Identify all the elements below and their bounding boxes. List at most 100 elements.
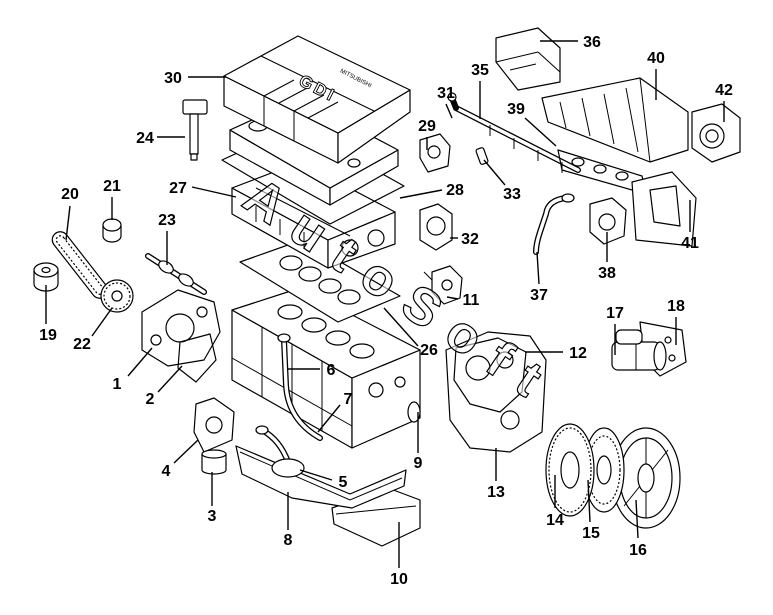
pressure-plate-center <box>637 463 655 493</box>
sensor-part <box>423 265 463 305</box>
callout-label: 3 <box>208 508 217 525</box>
callout-label: 7 <box>344 391 353 408</box>
balance-shaft-fill <box>146 254 206 294</box>
throttle-body-part <box>691 103 741 163</box>
callout-28: 28 <box>399 182 464 199</box>
leader-line <box>91 307 113 337</box>
callout-11: 11 <box>446 292 480 309</box>
crank-sprocket-hub <box>111 290 123 302</box>
callout-15: 15 <box>582 479 600 542</box>
egr-pipe-flange <box>561 193 575 203</box>
dipstick-tube-part <box>277 333 323 441</box>
top-cover-rib-2 <box>278 86 310 104</box>
engine-top-cover-part: GDI MITSUBISHI <box>223 35 411 164</box>
leader-line <box>445 103 453 119</box>
manifold-gasket-hole-3 <box>615 171 629 181</box>
pressure-plate-part <box>611 427 681 529</box>
leader-line <box>524 117 557 147</box>
leader-line <box>299 469 333 481</box>
callout-9: 9 <box>414 412 423 472</box>
rear-timing-plate-hole <box>500 410 520 430</box>
dipstick-handle <box>277 333 291 343</box>
manifold-bracket-part <box>631 171 697 247</box>
intake-runner-2 <box>581 97 591 137</box>
head-gasket-bore-3 <box>318 278 342 294</box>
cam-bearing-2 <box>367 229 385 247</box>
top-cover-ridge <box>260 55 375 112</box>
timing-cover-window-1 <box>465 355 491 381</box>
oil-pump-gasket-part <box>177 333 217 383</box>
valve-assembly-part <box>419 203 453 251</box>
starter-solenoid <box>615 329 643 345</box>
leader-line <box>635 499 639 539</box>
callout-31: 31 <box>437 85 455 119</box>
balance-shaft-lobe-2 <box>178 273 194 287</box>
callout-19: 19 <box>39 285 57 344</box>
cylinder-bore-1 <box>277 304 303 320</box>
oil-pan-body <box>235 445 407 509</box>
ignition-coil-boot <box>190 153 198 161</box>
egr-pipe-fill <box>534 196 568 254</box>
egr-pipe-part <box>533 193 575 255</box>
callout-label: 36 <box>583 34 601 51</box>
callout-label: 27 <box>169 180 187 197</box>
oil-pump-bolt <box>196 306 208 318</box>
sensor-tip <box>441 279 453 291</box>
top-cover-rib-1 <box>263 79 295 97</box>
air-intake-cover-edge-2 <box>537 51 561 73</box>
oil-pump-seal <box>150 334 162 346</box>
callout-label: 13 <box>487 484 505 501</box>
callout-label: 39 <box>507 101 525 118</box>
block-boss-1 <box>368 382 384 398</box>
callout-label: 37 <box>530 287 548 304</box>
flywheel-part <box>545 423 595 517</box>
callout-8: 8 <box>284 492 293 549</box>
timing-cover-part <box>453 337 527 413</box>
callout-label: 12 <box>569 345 587 362</box>
oil-pickup-part <box>255 425 305 478</box>
callout-label: 15 <box>582 525 600 542</box>
callout-label: 22 <box>73 336 91 353</box>
oil-pickup-tube-outline <box>259 427 291 465</box>
idler-pulley-top <box>102 218 122 232</box>
leader-line <box>157 365 183 393</box>
callout-label: 42 <box>715 82 733 99</box>
rear-oil-seal-part <box>407 401 421 423</box>
callout-5: 5 <box>299 469 348 491</box>
starter-motor-part <box>611 329 667 371</box>
callout-16: 16 <box>629 499 647 559</box>
callout-label: 2 <box>146 391 155 408</box>
flywheel-center <box>560 451 580 489</box>
timing-cover-window-2 <box>496 351 514 369</box>
head-gasket-bore-2 <box>298 266 322 282</box>
leader-line <box>536 251 540 285</box>
callout-label: 20 <box>61 186 79 203</box>
callout-label: 11 <box>463 292 480 309</box>
leader-line <box>65 205 71 241</box>
cylinder-bore-4 <box>349 343 375 359</box>
callout-24: 24 <box>136 130 185 147</box>
air-intake-cover-part <box>495 27 561 91</box>
callout-3: 3 <box>208 472 217 525</box>
oil-filter-bracket-port <box>205 416 223 434</box>
intake-manifold-part <box>541 77 689 163</box>
callout-label: 31 <box>437 85 455 102</box>
pressure-plate-spoke-3 <box>651 449 669 471</box>
pressure-plate-spoke-4 <box>623 485 641 507</box>
head-camshaft-line <box>255 187 351 237</box>
manifold-bracket-plate <box>631 171 697 247</box>
rear-oil-seal-ring <box>407 401 421 423</box>
oil-pump-rotor <box>165 313 195 343</box>
callout-29: 29 <box>418 118 436 150</box>
callout-23: 23 <box>158 212 176 265</box>
callout-label: 32 <box>461 231 479 248</box>
oil-filter-bracket-part <box>193 397 235 453</box>
callout-41: 41 <box>681 200 699 252</box>
leader-line <box>173 439 199 464</box>
air-intake-cover-slot <box>509 63 537 71</box>
starter-bracket-hole-2 <box>668 354 676 362</box>
head-gasket-bore-4 <box>337 289 361 305</box>
intake-runner-3 <box>603 93 615 145</box>
oil-filter-part <box>201 449 227 475</box>
callout-10: 10 <box>390 522 408 588</box>
